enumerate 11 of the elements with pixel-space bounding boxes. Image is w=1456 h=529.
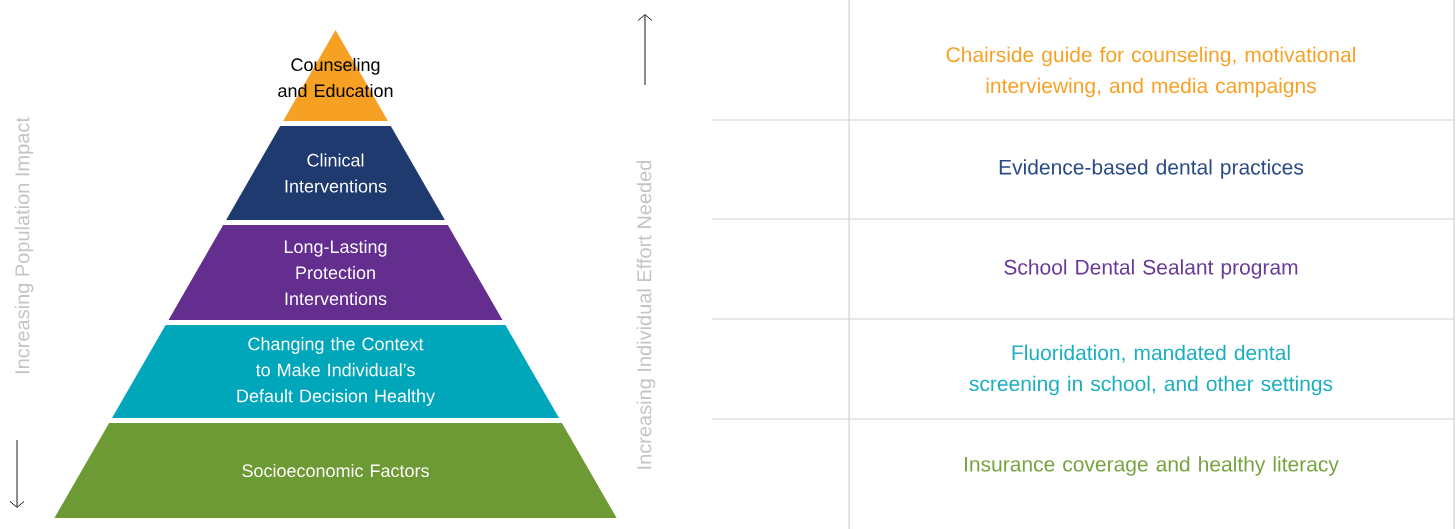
axis-label: Increasing Population Impact bbox=[14, 117, 34, 374]
table-cell-text: Insurance coverage and healthy literacy bbox=[965, 456, 1339, 476]
pyramid-tier: Socioeconomic Factors bbox=[54, 423, 617, 518]
pyramid-tier: Long-Lasting Protection Interventions bbox=[168, 225, 503, 320]
pyramid-tier: Changing the Context to Make Individual’s Default Decision Healthy bbox=[112, 325, 559, 418]
axis-label: Increasing Individual Effort Needed bbox=[636, 160, 656, 469]
table-cell-text: School Dental Sealant program bbox=[1004, 259, 1298, 279]
table-cell-text: Fluoridation, mandated dental screening in school, and other settings bbox=[969, 344, 1333, 396]
pyramid-tier: Clinical Interventions bbox=[226, 126, 445, 220]
table-cell-text: Chairside guide for counseling, motivational interviewing, and media campaigns bbox=[946, 46, 1355, 98]
table-cell-text: Evidence-based dental practices bbox=[999, 159, 1304, 179]
